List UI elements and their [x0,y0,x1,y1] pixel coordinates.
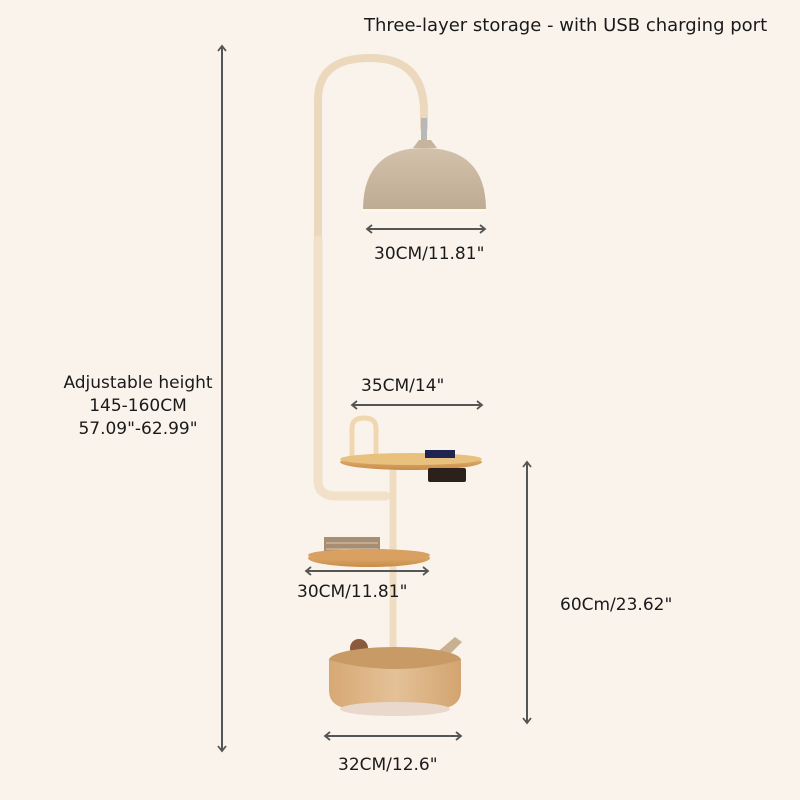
handle-loop [349,415,379,458]
product-title: Three-layer storage - with USB charging … [364,15,768,36]
lamp-frame [313,53,428,501]
basket-width-label: 32CM/12.6" [338,755,438,775]
usb-charging-port [428,468,466,482]
phone-on-tray [425,450,455,458]
dimension-arrows [217,44,532,753]
shade-connector [421,118,427,140]
shade-width-label: 30CM/11.81" [374,244,485,264]
middle-tray [308,537,430,567]
overall-height-label: Adjustable height 145-160CM 57.09"-62.99… [30,372,246,441]
height-range-in: 57.09"-62.99" [78,419,198,439]
adjustable-height-heading: Adjustable height [63,373,213,393]
height-range-cm: 145-160CM [89,396,187,416]
lamp-shade [362,140,487,212]
storage-height-label: 60Cm/23.62" [560,595,673,615]
storage-basket [329,637,462,716]
top-tray-width-label: 35CM/14" [361,376,445,396]
top-tray [340,450,482,482]
middle-tray-width-label: 30CM/11.81" [297,582,408,602]
